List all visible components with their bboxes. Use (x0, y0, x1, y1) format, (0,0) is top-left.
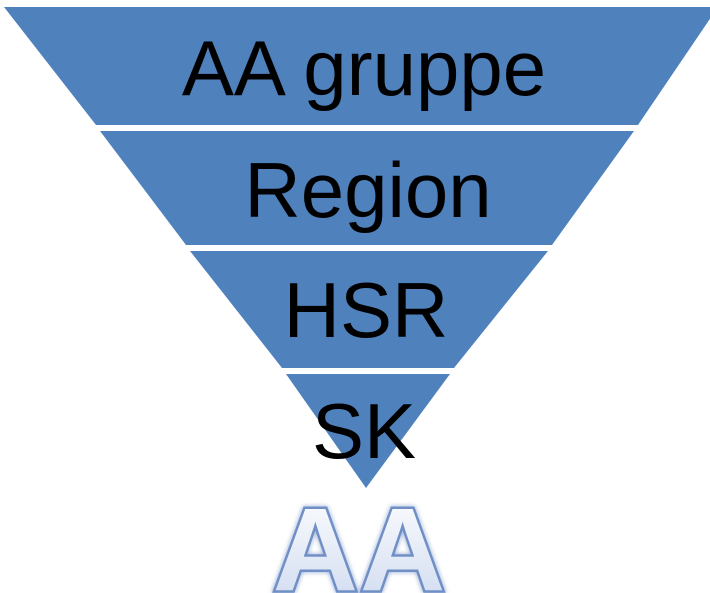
logo-aa: AA (273, 484, 447, 593)
tier-label-1: AA gruppe (182, 24, 546, 112)
tier-band-4 (286, 374, 450, 488)
tier-band-1 (4, 7, 710, 125)
tier-band-2 (100, 131, 634, 245)
tier-band-3 (190, 251, 548, 368)
tier-label-3: HSR (284, 266, 449, 354)
tier-label-2: Region (244, 146, 491, 234)
tier-label-4: SK (312, 387, 416, 475)
